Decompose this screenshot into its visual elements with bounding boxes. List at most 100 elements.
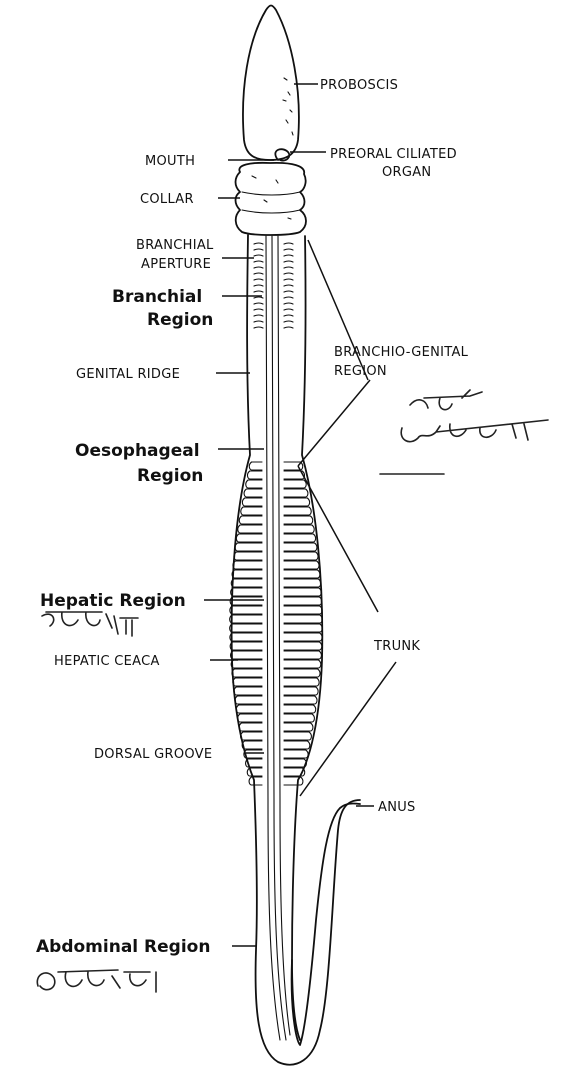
proboscis-shape	[243, 6, 299, 161]
caeca-ring-right	[284, 552, 318, 560]
gill-slit-mark	[254, 291, 293, 292]
caeca-ring-right	[284, 498, 310, 506]
caeca-ring-left	[230, 606, 262, 614]
proboscis-texture	[283, 78, 293, 135]
caeca-ring-right	[284, 507, 311, 515]
caeca-ring-right	[284, 570, 320, 578]
caeca-ring-left	[241, 732, 262, 740]
caeca-ring-right	[284, 660, 321, 668]
label-branchio-genital-line2: REGION	[334, 364, 387, 379]
body-outline	[230, 6, 360, 1065]
label-hepatic-region: Hepatic Region	[40, 591, 186, 611]
caeca-ring-right	[284, 525, 314, 533]
caeca-ring-left	[236, 705, 262, 713]
label-proboscis: PROBOSCIS	[320, 78, 398, 93]
caeca-ring-left	[241, 507, 262, 515]
caeca-ring-left	[239, 516, 262, 524]
caeca-ring-left	[230, 624, 262, 632]
label-branchial-region-line2: Region	[147, 310, 213, 330]
caeca-ring-left	[249, 462, 262, 470]
gill-slit-mark	[254, 273, 293, 274]
caeca-ring-right	[284, 633, 322, 641]
caeca-ring-right	[284, 606, 322, 614]
tail-inner-edge	[292, 803, 360, 1045]
labels: PROBOSCIS MOUTH PREORAL CILIATED ORGAN C…	[36, 78, 469, 957]
hepatic-caeca-segments	[230, 462, 323, 785]
gill-slit-mark	[254, 285, 293, 286]
caeca-ring-right	[284, 588, 321, 596]
caeca-ring-left	[235, 543, 262, 551]
handwritten-note-abdominal	[37, 970, 156, 992]
label-anus: ANUS	[378, 800, 416, 815]
gill-slit-mark	[254, 315, 293, 316]
caeca-ring-right	[284, 615, 322, 623]
caeca-ring-left	[232, 669, 262, 677]
label-trunk: TRUNK	[373, 639, 420, 654]
caeca-ring-right	[284, 669, 320, 677]
label-collar: COLLAR	[140, 192, 194, 207]
caeca-ring-right	[284, 723, 313, 731]
gill-slit-mark	[254, 309, 293, 310]
caeca-ring-left	[235, 696, 262, 704]
caeca-ring-right	[284, 534, 316, 542]
label-branchial-aperture-line2: APERTURE	[141, 257, 211, 272]
gill-slit-mark	[254, 279, 293, 280]
branchial-gill-slits	[254, 243, 293, 328]
caeca-ring-left	[242, 741, 262, 749]
caeca-ring-left	[230, 597, 262, 605]
caeca-ring-left	[233, 678, 262, 686]
caeca-ring-right	[284, 732, 311, 740]
caeca-ring-right	[284, 480, 306, 488]
collar-shape	[236, 163, 307, 235]
caeca-ring-left	[234, 687, 262, 695]
caeca-ring-right	[284, 750, 308, 758]
caeca-ring-left	[230, 633, 262, 641]
caeca-ring-left	[242, 498, 262, 506]
caeca-ring-right	[284, 651, 321, 659]
caeca-ring-right	[284, 624, 322, 632]
caeca-ring-right	[284, 759, 306, 767]
label-preoral-line2: ORGAN	[382, 165, 431, 180]
label-preoral-line1: PREORAL CILIATED	[330, 147, 457, 162]
handwritten-note-upper	[401, 390, 548, 442]
caeca-ring-right	[284, 678, 319, 686]
caeca-ring-left	[239, 723, 262, 731]
caeca-ring-left	[233, 561, 262, 569]
label-genital-ridge: GENITAL RIDGE	[76, 367, 180, 382]
label-abdominal-region: Abdominal Region	[36, 937, 210, 957]
label-oesophageal-line1: Oesophageal	[75, 441, 200, 461]
mid-dorsal-line-c	[278, 236, 290, 1035]
caeca-ring-right	[284, 561, 319, 569]
gill-slit-mark	[254, 321, 293, 322]
gill-slit-mark	[254, 243, 293, 244]
caeca-ring-left	[236, 534, 262, 542]
caeca-ring-left	[234, 552, 262, 560]
caeca-ring-left	[231, 660, 262, 668]
caeca-ring-left	[230, 642, 262, 650]
caeca-ring-left	[249, 777, 262, 785]
caeca-ring-right	[284, 597, 322, 605]
caeca-ring-right	[284, 642, 322, 650]
gill-slit-mark	[254, 267, 293, 268]
caeca-ring-right	[284, 489, 308, 497]
gill-slit-mark	[254, 297, 293, 298]
caeca-ring-right	[284, 696, 317, 704]
label-mouth: MOUTH	[145, 154, 195, 169]
gill-slit-mark	[254, 249, 293, 250]
label-oesophageal-line2: Region	[137, 466, 203, 486]
caeca-ring-left	[232, 570, 262, 578]
caeca-ring-left	[231, 588, 262, 596]
gill-slit-mark	[254, 255, 293, 256]
caeca-ring-right	[284, 705, 316, 713]
caeca-ring-right	[284, 579, 321, 587]
caeca-ring-right	[284, 714, 314, 722]
label-branchial-aperture-line1: BRANCHIAL	[136, 238, 214, 253]
trunk-right-edge	[292, 236, 322, 1040]
caeca-ring-left	[231, 579, 262, 587]
gill-slit-mark	[254, 303, 293, 304]
handwritten-note-hepatic	[42, 612, 138, 636]
caeca-ring-left	[246, 480, 262, 488]
caeca-ring-right	[284, 516, 313, 524]
caeca-ring-right	[284, 741, 310, 749]
